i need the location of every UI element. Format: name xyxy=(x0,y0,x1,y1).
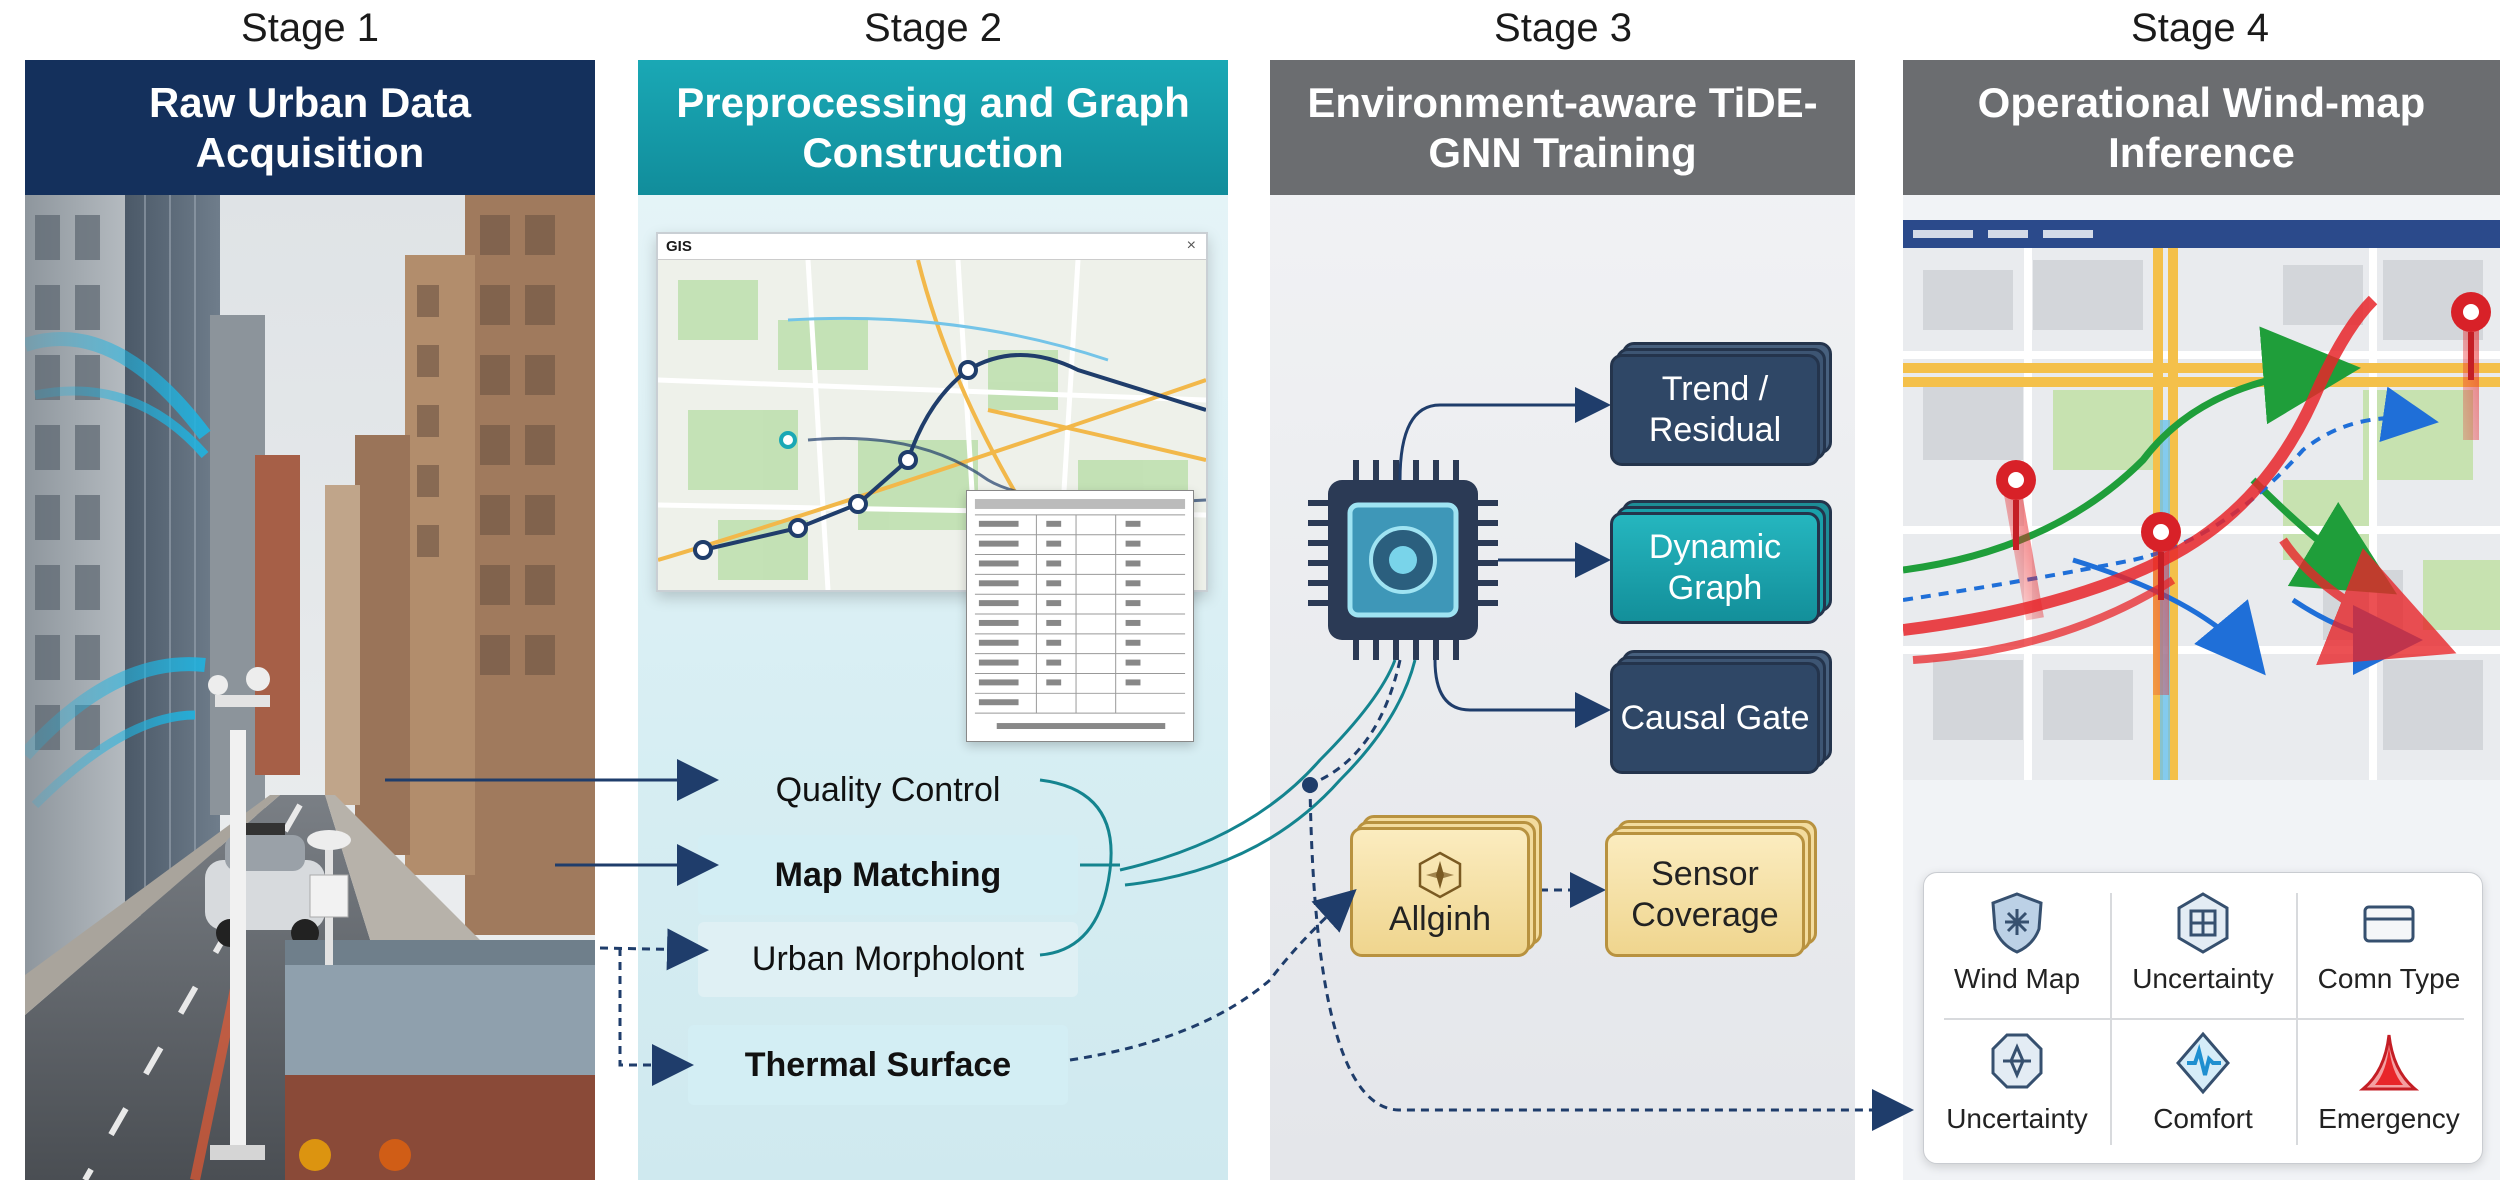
comfort-icon xyxy=(2176,1031,2230,1095)
stage-2-label: Stage 2 xyxy=(864,6,1002,50)
close-icon[interactable]: × xyxy=(1186,237,1196,254)
stage-1-panel: Raw Urban Data Acquisition xyxy=(25,60,595,1180)
stage-3-title: Environment-aware TiDE-GNN Training xyxy=(1270,60,1855,195)
stage-4-panel: Operational Wind-map Inference xyxy=(1903,60,2500,1180)
legend-wind-map-label: Wind Map xyxy=(1953,963,2081,994)
street-scene-image xyxy=(25,195,595,1180)
legend-uncertainty-2[interactable]: Uncertainty xyxy=(1924,1031,2110,1135)
legend-comn-type-label: Comn Type xyxy=(2317,963,2461,994)
stage-2-panel: Preprocessing and Graph Construction GIS… xyxy=(638,60,1228,1180)
stage-4-title: Operational Wind-map Inference xyxy=(1903,60,2500,195)
uncertainty-octagon-icon xyxy=(1991,1033,2043,1089)
step-thermal-surface: Thermal Surface xyxy=(688,1025,1068,1105)
alignment-label: Allginh xyxy=(1388,899,1492,938)
dynamic-graph-block: Dynamic Graph xyxy=(1610,500,1840,630)
stage-3-label: Stage 3 xyxy=(1494,6,1632,50)
step-map-matching: Map Matching xyxy=(698,835,1078,915)
card-type-icon xyxy=(2363,905,2415,943)
gis-window-titlebar: GIS × xyxy=(658,234,1206,260)
alignment-block: Allginh xyxy=(1350,815,1545,965)
stage-1-label: Stage 1 xyxy=(241,6,379,50)
gis-title: GIS xyxy=(666,238,692,255)
legend-emergency-label: Emergency xyxy=(2318,1103,2460,1134)
legend-uncertainty-1-label: Uncertainty xyxy=(2132,963,2274,994)
alignment-icon xyxy=(1418,851,1462,899)
legend-emergency[interactable]: Emergency xyxy=(2296,1031,2482,1135)
legend-comfort[interactable]: Comfort xyxy=(2110,1031,2296,1135)
step-quality-control: Quality Control xyxy=(775,770,1001,809)
gnn-chip-icon xyxy=(1308,460,1498,660)
legend-uncertainty-2-label: Uncertainty xyxy=(1946,1103,2088,1134)
legend-uncertainty-1[interactable]: Uncertainty xyxy=(2110,891,2296,995)
data-table-thumbnail xyxy=(966,490,1194,742)
stage-1-title: Raw Urban Data Acquisition xyxy=(25,60,595,195)
stage-2-title: Preprocessing and Graph Construction xyxy=(638,60,1228,195)
wind-map-shield-icon xyxy=(1991,892,2043,954)
sensor-coverage-block: Sensor Coverage xyxy=(1605,820,1820,970)
step-urban-morphology: Urban Morpholont xyxy=(698,922,1078,997)
stage-4-label: Stage 4 xyxy=(2131,6,2269,50)
legend-comfort-label: Comfort xyxy=(2153,1103,2253,1134)
trend-residual-block: Trend / Residual xyxy=(1610,342,1840,472)
output-legend-panel: Wind Map Uncertainty Comn Type xyxy=(1923,872,2483,1164)
stage-3-panel: Environment-aware TiDE-GNN Training xyxy=(1270,60,1855,1180)
emergency-icon xyxy=(2359,1034,2419,1091)
causal-gate-block: Causal Gate xyxy=(1610,650,1840,780)
wind-map-view xyxy=(1903,220,2500,780)
uncertainty-hexagon-icon xyxy=(2177,892,2229,954)
legend-wind-map[interactable]: Wind Map xyxy=(1924,891,2110,995)
legend-comn-type[interactable]: Comn Type xyxy=(2296,891,2482,995)
